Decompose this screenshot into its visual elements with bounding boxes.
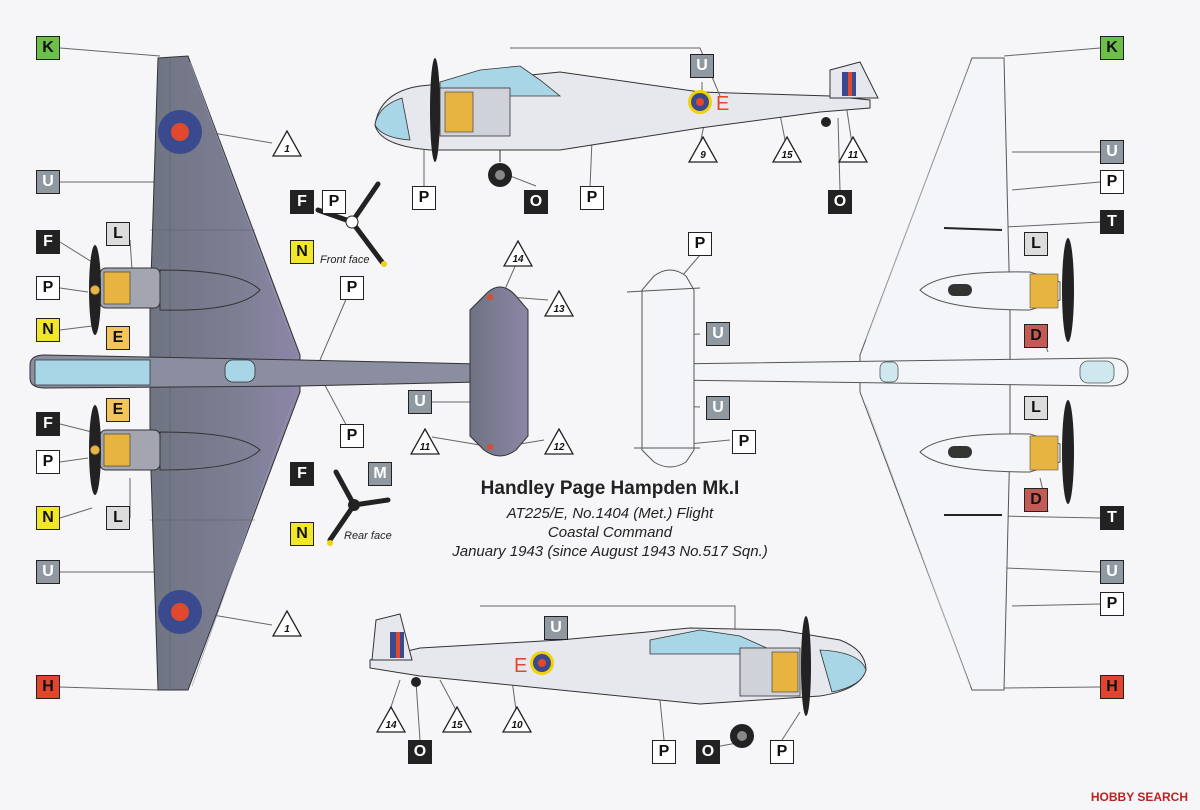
label-o: O [524, 190, 548, 214]
watermark: HOBBY SEARCH [1090, 790, 1188, 804]
label-e: E [106, 326, 130, 350]
label-p: P [580, 186, 604, 210]
label-u: U [36, 560, 60, 584]
marker-triangle: 11 [410, 428, 440, 455]
svg-text:E: E [716, 93, 729, 115]
caption-line: Coastal Command [547, 524, 673, 541]
label-o: O [696, 740, 720, 764]
label-p: P [1100, 170, 1124, 194]
underside-view [626, 57, 1129, 691]
svg-text:E: E [514, 655, 527, 677]
label-t: T [1100, 506, 1124, 530]
label-d: D [1024, 488, 1048, 512]
caption-block: Handley Page Hampden Mk.I AT225/E, No.14… [380, 478, 840, 561]
marker-triangle: 15 [442, 706, 472, 733]
label-n: N [290, 240, 314, 264]
marker-triangle: 11 [838, 136, 868, 163]
marker-triangle: 1 [272, 610, 302, 637]
label-p: P [732, 430, 756, 454]
side-view-starboard: E [369, 605, 867, 748]
label-u: U [690, 54, 714, 78]
label-d: D [1024, 324, 1048, 348]
label-f: F [36, 230, 60, 254]
label-l: L [106, 222, 130, 246]
side-view-port: E [374, 47, 879, 187]
label-u: U [408, 390, 432, 414]
label-l: L [1024, 232, 1048, 256]
label-u: U [1100, 560, 1124, 584]
label-o: O [828, 190, 852, 214]
label-h: H [36, 675, 60, 699]
marker-triangle: 13 [544, 290, 574, 317]
label-u: U [1100, 140, 1124, 164]
label-t: T [1100, 210, 1124, 234]
label-p: P [340, 276, 364, 300]
label-n: N [36, 506, 60, 530]
label-f: F [36, 412, 60, 436]
label-p: P [770, 740, 794, 764]
label-e: E [106, 398, 130, 422]
label-f: F [290, 462, 314, 486]
label-p: P [322, 190, 346, 214]
label-k: K [1100, 36, 1124, 60]
marker-triangle: 10 [502, 706, 532, 733]
label-p: P [36, 276, 60, 300]
marker-triangle: 14 [503, 240, 533, 267]
label-p: P [36, 450, 60, 474]
label-p: P [688, 232, 712, 256]
rear-face-label: Rear face [344, 530, 392, 542]
label-p: P [340, 424, 364, 448]
label-l: L [1024, 396, 1048, 420]
label-u: U [36, 170, 60, 194]
label-p: P [412, 186, 436, 210]
label-p: P [652, 740, 676, 764]
label-u: U [706, 322, 730, 346]
label-u: U [706, 396, 730, 420]
label-f: F [290, 190, 314, 214]
marker-triangle: 9 [688, 136, 718, 163]
label-o: O [408, 740, 432, 764]
marker-triangle: 14 [376, 706, 406, 733]
aircraft-title: Handley Page Hampden Mk.I [480, 478, 740, 499]
caption-line: January 1943 (since August 1943 No.517 S… [452, 543, 768, 560]
label-u: U [544, 616, 568, 640]
prop-front-face [315, 181, 387, 267]
label-h: H [1100, 675, 1124, 699]
front-face-label: Front face [320, 254, 370, 266]
label-l: L [106, 506, 130, 530]
marker-triangle: 1 [272, 130, 302, 157]
label-p: P [1100, 592, 1124, 616]
prop-rear-face [327, 469, 391, 546]
label-n: N [290, 522, 314, 546]
leader-lines-left [59, 47, 549, 691]
label-k: K [36, 36, 60, 60]
marker-triangle: 12 [544, 428, 574, 455]
marker-triangle: 15 [772, 136, 802, 163]
label-m: M [368, 462, 392, 486]
caption-line: AT225/E, No.1404 (Met.) Flight [506, 505, 714, 522]
top-view-plan [29, 55, 529, 691]
label-n: N [36, 318, 60, 342]
